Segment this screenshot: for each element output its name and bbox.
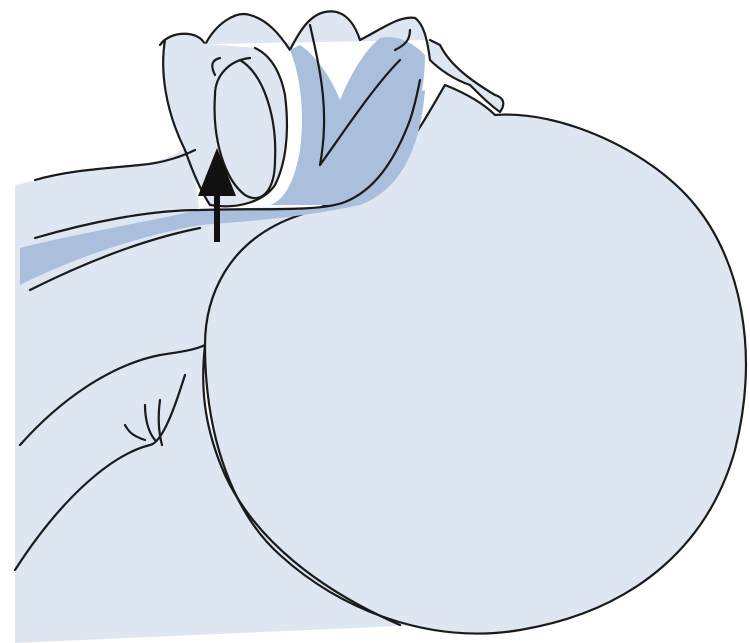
head-outline xyxy=(205,85,746,633)
